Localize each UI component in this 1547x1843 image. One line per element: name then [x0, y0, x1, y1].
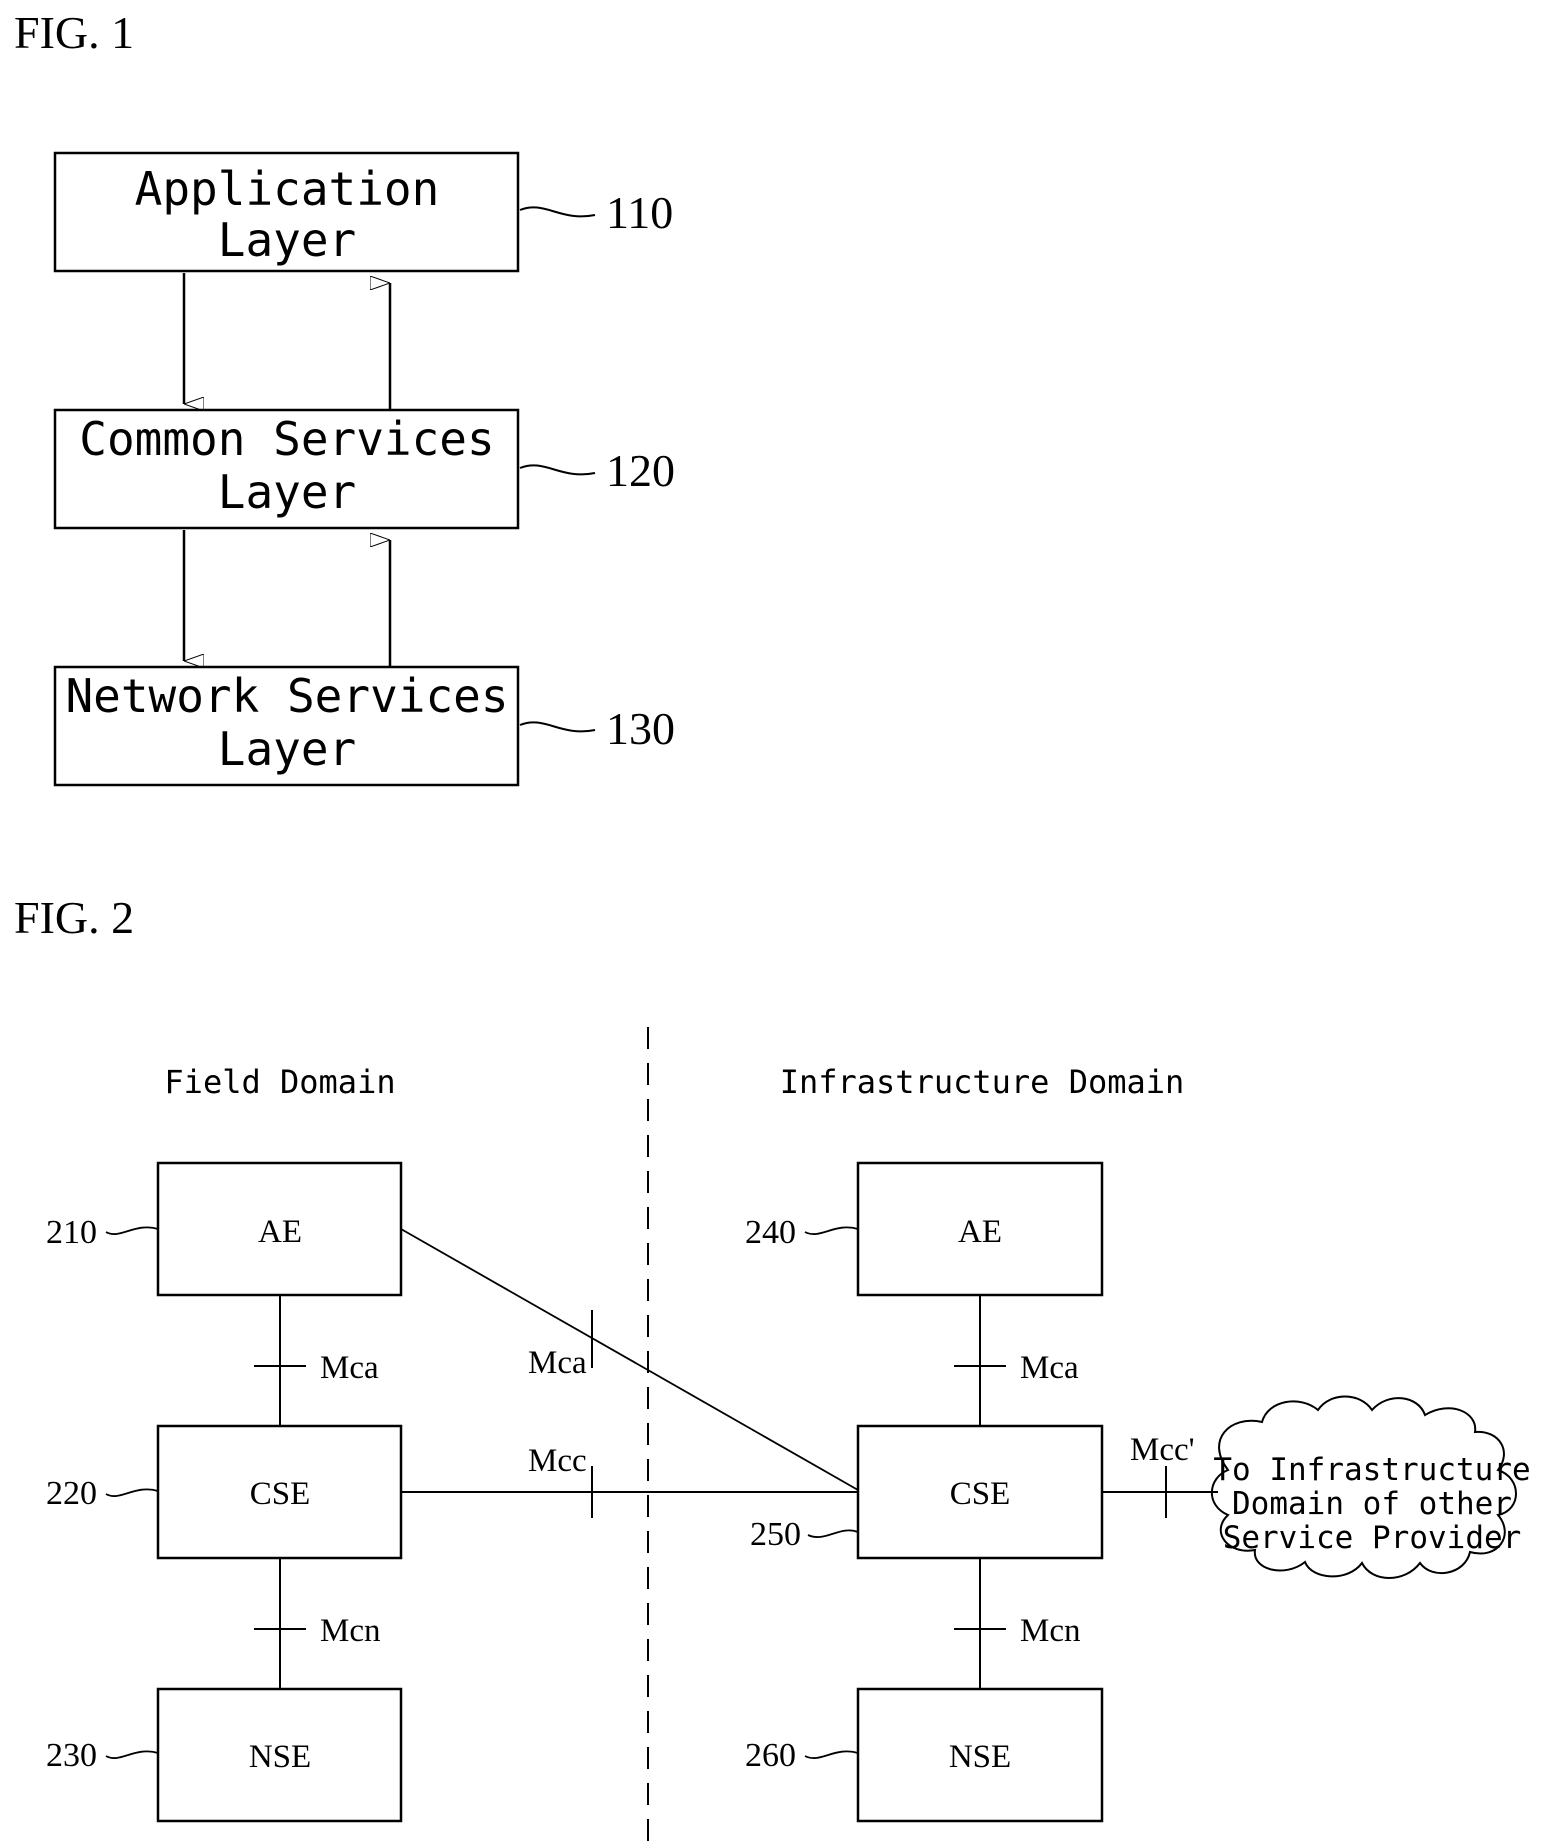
fig2-title: FIG. 2	[14, 892, 134, 943]
ref-leader-220	[106, 1489, 158, 1496]
fig1-title: FIG. 1	[14, 7, 134, 58]
ref-220: 220	[46, 1475, 97, 1512]
cloud-text-line1: To Infrastructure	[1213, 1452, 1530, 1488]
ref-130: 130	[606, 703, 675, 754]
ref-230: 230	[46, 1737, 97, 1774]
network-services-label-line1: Network Services	[65, 669, 508, 723]
infra-mca-label: Mca	[1020, 1350, 1079, 1386]
field-cse-label: CSE	[250, 1476, 311, 1512]
network-services-layer-box: Network Services Layer	[55, 667, 518, 785]
network-services-label-line2: Layer	[218, 722, 356, 776]
mcc-prime-label: Mcc'	[1130, 1432, 1195, 1468]
ref-250: 250	[750, 1516, 801, 1553]
infra-nse-box: NSE	[858, 1689, 1102, 1821]
application-layer-box: Application Layer	[55, 153, 518, 271]
infra-nse-label: NSE	[949, 1739, 1011, 1775]
ref-260: 260	[745, 1737, 796, 1774]
field-nse-label: NSE	[249, 1739, 311, 1775]
ref-210: 210	[46, 1214, 97, 1251]
field-domain-label: Field Domain	[164, 1063, 395, 1101]
field-ae-box: AE	[158, 1163, 401, 1295]
common-services-label-line2: Layer	[218, 465, 356, 519]
cloud-text-line2: Domain of other	[1232, 1486, 1512, 1522]
mcc-label: Mcc	[528, 1443, 587, 1479]
infra-mcn-label: Mcn	[1020, 1613, 1081, 1649]
infra-cse-label: CSE	[950, 1476, 1011, 1512]
infra-ae-label: AE	[958, 1214, 1002, 1250]
ref-leader-110	[520, 207, 595, 216]
common-services-layer-box: Common Services Layer	[55, 410, 518, 528]
field-mcn-label: Mcn	[320, 1613, 381, 1649]
cross-mca-link	[401, 1229, 858, 1490]
infra-cse-box: CSE	[858, 1426, 1102, 1558]
infra-ae-box: AE	[858, 1163, 1102, 1295]
ref-leader-130	[520, 722, 595, 731]
ref-leader-120	[520, 465, 595, 474]
ref-leader-260	[805, 1751, 858, 1758]
infrastructure-domain-label: Infrastructure Domain	[780, 1063, 1185, 1101]
cloud-text-line3: Service Provider	[1223, 1520, 1522, 1556]
ref-leader-250	[808, 1530, 858, 1537]
field-cse-box: CSE	[158, 1426, 401, 1558]
field-mca-label: Mca	[320, 1350, 379, 1386]
field-nse-box: NSE	[158, 1689, 401, 1821]
application-layer-label-line1: Application	[135, 162, 440, 216]
common-services-label-line1: Common Services	[79, 412, 494, 466]
cross-mca-label: Mca	[528, 1345, 587, 1381]
application-layer-label-line2: Layer	[218, 213, 356, 267]
ref-120: 120	[606, 445, 675, 496]
ref-leader-240	[805, 1227, 858, 1234]
ref-leader-210	[106, 1227, 158, 1234]
ref-leader-230	[106, 1751, 158, 1758]
external-provider-cloud: To Infrastructure Domain of other Servic…	[1212, 1397, 1531, 1579]
ref-240: 240	[745, 1214, 796, 1251]
field-ae-label: AE	[258, 1214, 302, 1250]
ref-110: 110	[606, 187, 673, 238]
